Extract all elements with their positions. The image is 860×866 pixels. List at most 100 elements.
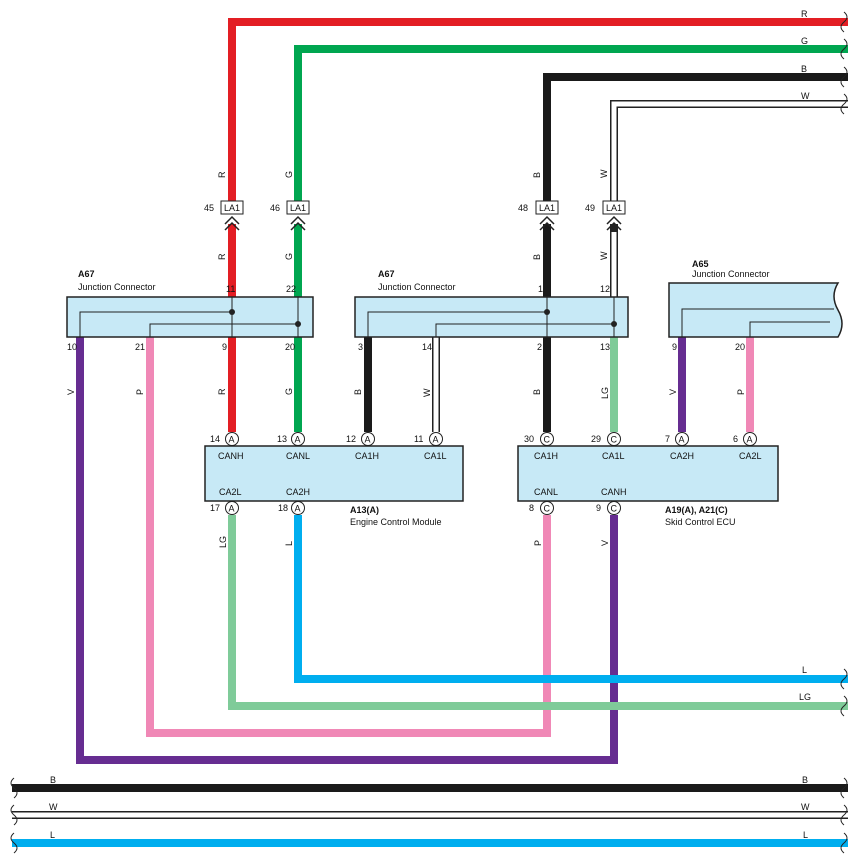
label-b-top: B <box>801 64 807 74</box>
label-l-bottom-left: L <box>50 830 55 840</box>
pin-number: 17 <box>210 503 220 513</box>
junction-right-id: A65 <box>692 259 709 269</box>
pin-connector-letter: A <box>365 435 371 445</box>
label-w-top: W <box>801 91 810 101</box>
junction-connector-right: A65 Junction Connector 9 20 <box>668 259 843 352</box>
pin-number: 13 <box>277 434 287 444</box>
wires-la1-to-junction <box>228 222 618 297</box>
skid-pin-9: C 9 CANH <box>596 487 627 515</box>
loop-break-marks <box>840 668 848 717</box>
label-v-low: V <box>600 540 610 546</box>
splice-dot <box>229 309 235 315</box>
chevron-icons <box>224 215 622 231</box>
la1-pin-number: 48 <box>518 203 528 213</box>
pin-number: 3 <box>358 342 363 352</box>
pin-connector-letter: A <box>229 504 235 514</box>
skid-pin-30: C 30 CA1H <box>524 432 558 461</box>
label-b-bottom-left: B <box>50 775 56 785</box>
label-b-vert1: B <box>532 172 542 178</box>
label-g-vert2: G <box>284 253 294 260</box>
junction-connector-middle: A67 Junction Connector 1 12 3 14 2 13 <box>354 269 629 352</box>
ecm-id: A13(A) <box>350 505 379 515</box>
pin-number: 14 <box>422 342 432 352</box>
pin-number: 13 <box>600 342 610 352</box>
pin-number: 6 <box>733 434 738 444</box>
chevron-up-icon <box>224 215 240 231</box>
junction-left-id: A67 <box>78 269 95 279</box>
la1-label: LA1 <box>606 203 622 213</box>
label-g-mid: G <box>284 388 294 395</box>
label-w-bottom-right: W <box>801 802 810 812</box>
wires-junction-to-ecu <box>228 337 754 432</box>
wire-w-top <box>610 100 848 202</box>
la1-pin-number: 49 <box>585 203 595 213</box>
ecm-name: Engine Control Module <box>350 517 442 527</box>
pin-number: 1 <box>538 284 543 294</box>
ecm-pin-18: A 18 CA2H <box>278 487 310 515</box>
pin-number: 11 <box>226 284 235 294</box>
pin-number: 9 <box>672 342 677 352</box>
la1-label: LA1 <box>290 203 306 213</box>
label-v-mid: V <box>668 389 678 395</box>
pin-signal-label: CANH <box>218 451 244 461</box>
right-break-marks <box>840 11 848 115</box>
wire-v-loop <box>76 337 618 764</box>
pin-connector-letter: A <box>747 435 753 445</box>
chevron-up-icon <box>539 215 555 231</box>
pin-signal-label: CA1H <box>534 451 558 461</box>
pin-connector-letter: A <box>433 435 439 445</box>
junction-right-name: Junction Connector <box>692 269 770 279</box>
pin-number: 10 <box>67 342 77 352</box>
pin-number: 14 <box>210 434 220 444</box>
pin-number: 22 <box>286 284 296 294</box>
skid-pin-7: A 7 CA2H <box>665 432 694 461</box>
wire-r-top <box>228 18 848 202</box>
splice-dot <box>611 321 617 327</box>
label-r-vert1: R <box>217 171 227 178</box>
pin-connector-letter: C <box>544 504 551 514</box>
label-b-vert2: B <box>532 254 542 260</box>
pin-signal-label: CA2L <box>739 451 762 461</box>
pin-number: 18 <box>278 503 288 513</box>
ecm-pin-17: A 17 CA2L <box>210 487 242 515</box>
wire-b-top <box>543 73 848 202</box>
junction-left-name: Junction Connector <box>78 282 156 292</box>
pin-number: 21 <box>135 342 145 352</box>
engine-control-module: A 14 CANH A 13 CANL A 12 CA1H A 11 CA1L … <box>204 432 464 527</box>
pin-number: 29 <box>591 434 601 444</box>
wire-lg-loop <box>228 515 848 710</box>
label-l-low: L <box>284 541 294 546</box>
pin-signal-label: CANL <box>534 487 558 497</box>
label-p-mid: P <box>736 389 746 395</box>
pin-connector-letter: A <box>295 504 301 514</box>
label-w-vert1: W <box>599 169 609 178</box>
label-r-top: R <box>801 9 808 19</box>
splice-dot <box>295 321 301 327</box>
splice-dot <box>544 309 550 315</box>
label-b-mid1: B <box>353 389 363 395</box>
la1-label: LA1 <box>224 203 240 213</box>
label-lg-mid: LG <box>600 387 610 399</box>
label-v-left: V <box>66 389 76 395</box>
pin-connector-letter: C <box>611 435 618 445</box>
ecm-pin-14: A 14 CANH <box>210 432 244 461</box>
skid-id: A19(A), A21(C) <box>665 505 728 515</box>
pin-signal-label: CA1L <box>602 451 625 461</box>
chevron-up-icon <box>606 215 622 231</box>
pin-number: 8 <box>529 503 534 513</box>
pin-number: 12 <box>600 284 610 294</box>
pin-signal-label: CA1H <box>355 451 379 461</box>
label-b-bottom-right: B <box>802 775 808 785</box>
label-g-vert1: G <box>284 171 294 178</box>
junction-mid-name: Junction Connector <box>378 282 456 292</box>
pin-number: 30 <box>524 434 534 444</box>
la1-connectors: LA1 45 LA1 46 LA1 48 LA1 49 <box>204 200 626 215</box>
la1-pin-48: LA1 48 <box>518 200 559 215</box>
label-p-left: P <box>135 389 145 395</box>
ecm-pin-12: A 12 CA1H <box>346 432 379 461</box>
pin-signal-label: CA1L <box>424 451 447 461</box>
la1-label: LA1 <box>539 203 555 213</box>
skid-name: Skid Control ECU <box>665 517 736 527</box>
skid-pin-6: A 6 CA2L <box>733 432 762 461</box>
label-w-vert2: W <box>599 251 609 260</box>
